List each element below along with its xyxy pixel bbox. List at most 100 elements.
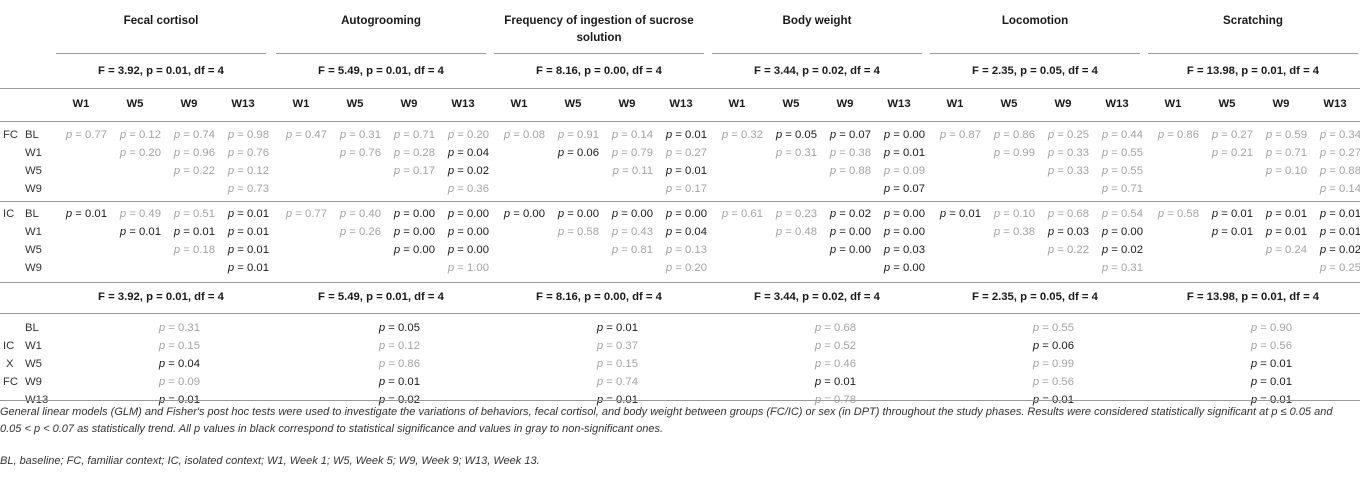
f-statistic: F = 8.16, p = 0.00, df = 4 [536, 65, 662, 77]
row-label: W9 [25, 376, 42, 388]
row-label: W1 [25, 340, 42, 352]
f-stat-rule [0, 88, 1360, 89]
p-value-cell: p = 0.27 [665, 147, 707, 159]
header-rule [494, 53, 704, 54]
p-value-cell: p = 0.77 [65, 129, 107, 141]
group-label: IC [3, 208, 15, 220]
p-value-cell: p = 0.01 [1211, 208, 1253, 220]
row-label: BL [25, 208, 39, 220]
f-statistic: F = 8.16, p = 0.00, df = 4 [536, 291, 662, 303]
week-column-header: W13 [887, 98, 911, 110]
p-value-cell: p = 0.09 [158, 376, 200, 388]
p-value-cell: p = 0.59 [1265, 129, 1307, 141]
row-label: W5 [25, 358, 42, 370]
p-value-cell: p = 0.01 [1265, 208, 1307, 220]
p-value-cell: p = 0.86 [993, 129, 1035, 141]
f-statistic: F = 2.35, p = 0.05, df = 4 [972, 291, 1098, 303]
p-value-cell: p = 0.27 [1211, 129, 1253, 141]
p-value-cell: p = 0.99 [993, 147, 1035, 159]
p-value-cell: p = 0.00 [393, 244, 435, 256]
p-value-cell: p = 0.06 [1032, 340, 1074, 352]
p-value-cell: p = 0.13 [665, 244, 707, 256]
p-value-cell: p = 0.01 [65, 208, 107, 220]
f-statistic: F = 5.49, p = 0.01, df = 4 [318, 65, 444, 77]
week-column-header: W13 [231, 98, 255, 110]
row-label: W1 [25, 147, 42, 159]
p-value-cell: p = 0.01 [814, 376, 856, 388]
variable-header: Autogrooming [341, 14, 421, 27]
table-footnote-methods: General linear models (GLM) and Fisher's… [0, 406, 1333, 435]
row-label: W9 [25, 262, 42, 274]
p-value-cell: p = 0.88 [1319, 165, 1360, 177]
p-value-cell: p = 0.00 [611, 208, 653, 220]
f-statistic: F = 13.98, p = 0.01, df = 4 [1186, 291, 1320, 303]
week-column-header: W1 [292, 98, 310, 110]
p-value-cell: p = 0.31 [158, 322, 200, 334]
p-value-cell: p = 0.00 [393, 208, 435, 220]
p-value-cell: p = 0.74 [596, 376, 638, 388]
p-value-cell: p = 0.68 [1047, 208, 1089, 220]
p-value-cell: p = 0.01 [1319, 208, 1360, 220]
week-column-header: W5 [1218, 98, 1236, 110]
p-value-cell: p = 0.00 [447, 244, 489, 256]
p-value-cell: p = 0.48 [775, 226, 817, 238]
p-value-cell: p = 0.02 [829, 208, 871, 220]
p-value-cell: p = 0.01 [939, 208, 981, 220]
header-rule [56, 53, 266, 54]
header-rule [930, 53, 1140, 54]
p-value-cell: p = 0.01 [1211, 226, 1253, 238]
p-value-cell: p = 0.00 [829, 244, 871, 256]
p-value-cell: p = 0.12 [227, 165, 269, 177]
p-value-cell: p = 0.14 [1319, 183, 1360, 195]
p-value-cell: p = 0.01 [1319, 226, 1360, 238]
p-value-cell: p = 0.22 [1047, 244, 1089, 256]
p-value-cell: p = 0.38 [829, 147, 871, 159]
p-value-cell: p = 0.32 [721, 129, 763, 141]
p-value-cell: p = 0.00 [393, 226, 435, 238]
p-value-cell: p = 0.87 [939, 129, 981, 141]
p-value-cell: p = 0.31 [775, 147, 817, 159]
week-column-header: W9 [400, 98, 418, 110]
p-value-cell: p = 0.49 [119, 208, 161, 220]
f-statistic: F = 3.92, p = 0.01, df = 4 [98, 291, 224, 303]
week-column-header: W1 [1164, 98, 1182, 110]
p-value-cell: p = 0.99 [1032, 358, 1074, 370]
row-label: W9 [25, 183, 42, 195]
f-statistic: F = 3.92, p = 0.01, df = 4 [98, 65, 224, 77]
week-column-header: W13 [451, 98, 475, 110]
p-value-cell: p = 0.31 [339, 129, 381, 141]
header-rule [1148, 53, 1358, 54]
p-value-cell: p = 0.04 [447, 147, 489, 159]
p-value-cell: p = 0.04 [158, 358, 200, 370]
p-value-cell: p = 0.31 [1101, 262, 1143, 274]
p-value-cell: p = 0.71 [1101, 183, 1143, 195]
f-statistic: F = 2.35, p = 0.05, df = 4 [972, 65, 1098, 77]
p-value-cell: p = 0.26 [339, 226, 381, 238]
p-value-cell: p = 0.73 [227, 183, 269, 195]
p-value-cell: p = 0.05 [775, 129, 817, 141]
p-value-cell: p = 0.76 [339, 147, 381, 159]
p-value-cell: p = 0.20 [119, 147, 161, 159]
header-rule [276, 53, 486, 54]
p-value-cell: p = 0.01 [227, 262, 269, 274]
variable-header: Body weight [782, 14, 852, 27]
p-value-cell: p = 0.43 [611, 226, 653, 238]
p-value-cell: p = 0.27 [1319, 147, 1360, 159]
p-value-cell: p = 0.86 [378, 358, 420, 370]
variable-header: Fecal cortisol [123, 14, 199, 27]
p-value-cell: p = 0.17 [393, 165, 435, 177]
p-value-cell: p = 0.10 [993, 208, 1035, 220]
p-value-cell: p = 0.00 [665, 208, 707, 220]
p-value-cell: p = 0.01 [227, 208, 269, 220]
p-value-cell: p = 0.01 [173, 226, 215, 238]
p-value-cell: p = 0.24 [1265, 244, 1307, 256]
p-value-cell: p = 0.54 [1101, 208, 1143, 220]
p-value-cell: p = 1.00 [447, 262, 489, 274]
header-rule [712, 53, 922, 54]
p-value-cell: p = 0.55 [1032, 322, 1074, 334]
p-value-cell: p = 0.20 [665, 262, 707, 274]
p-value-cell: p = 0.00 [883, 226, 925, 238]
p-value-cell: p = 0.01 [596, 322, 638, 334]
p-value-cell: p = 0.11 [612, 165, 653, 177]
variable-header: Frequency of ingestion of sucrose soluti… [504, 14, 694, 44]
